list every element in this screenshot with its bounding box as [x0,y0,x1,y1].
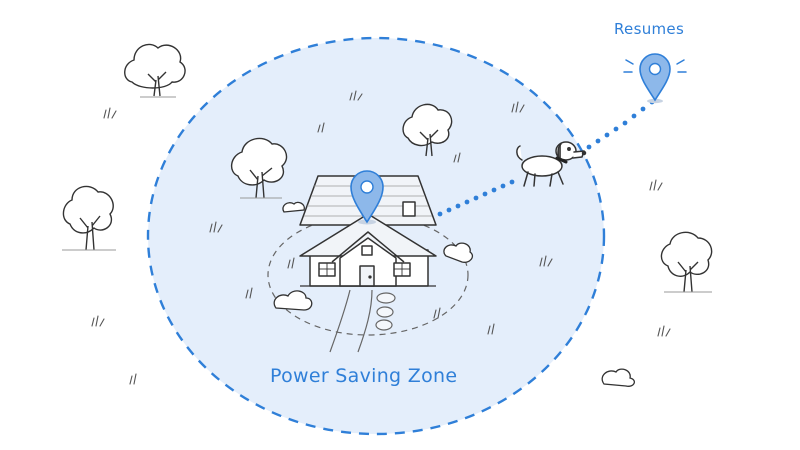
dotted-trail [437,99,655,217]
yard-boundary [267,214,469,336]
tree-icon [124,43,186,98]
location-pin-icon [623,53,687,104]
tree-icon [231,137,288,199]
zone-label: Power Saving Zone [270,365,458,387]
dog-icon [516,141,587,187]
resume-label: Resumes [614,20,685,38]
walkway [329,289,373,353]
house-icon [299,175,437,287]
tree-icon [660,231,713,293]
grass-icon [91,90,671,385]
bush-icon [273,201,635,387]
tree-icon [62,185,116,251]
location-pin-icon [350,170,384,225]
stepping-stones [375,292,396,331]
tree-icon [402,103,453,157]
